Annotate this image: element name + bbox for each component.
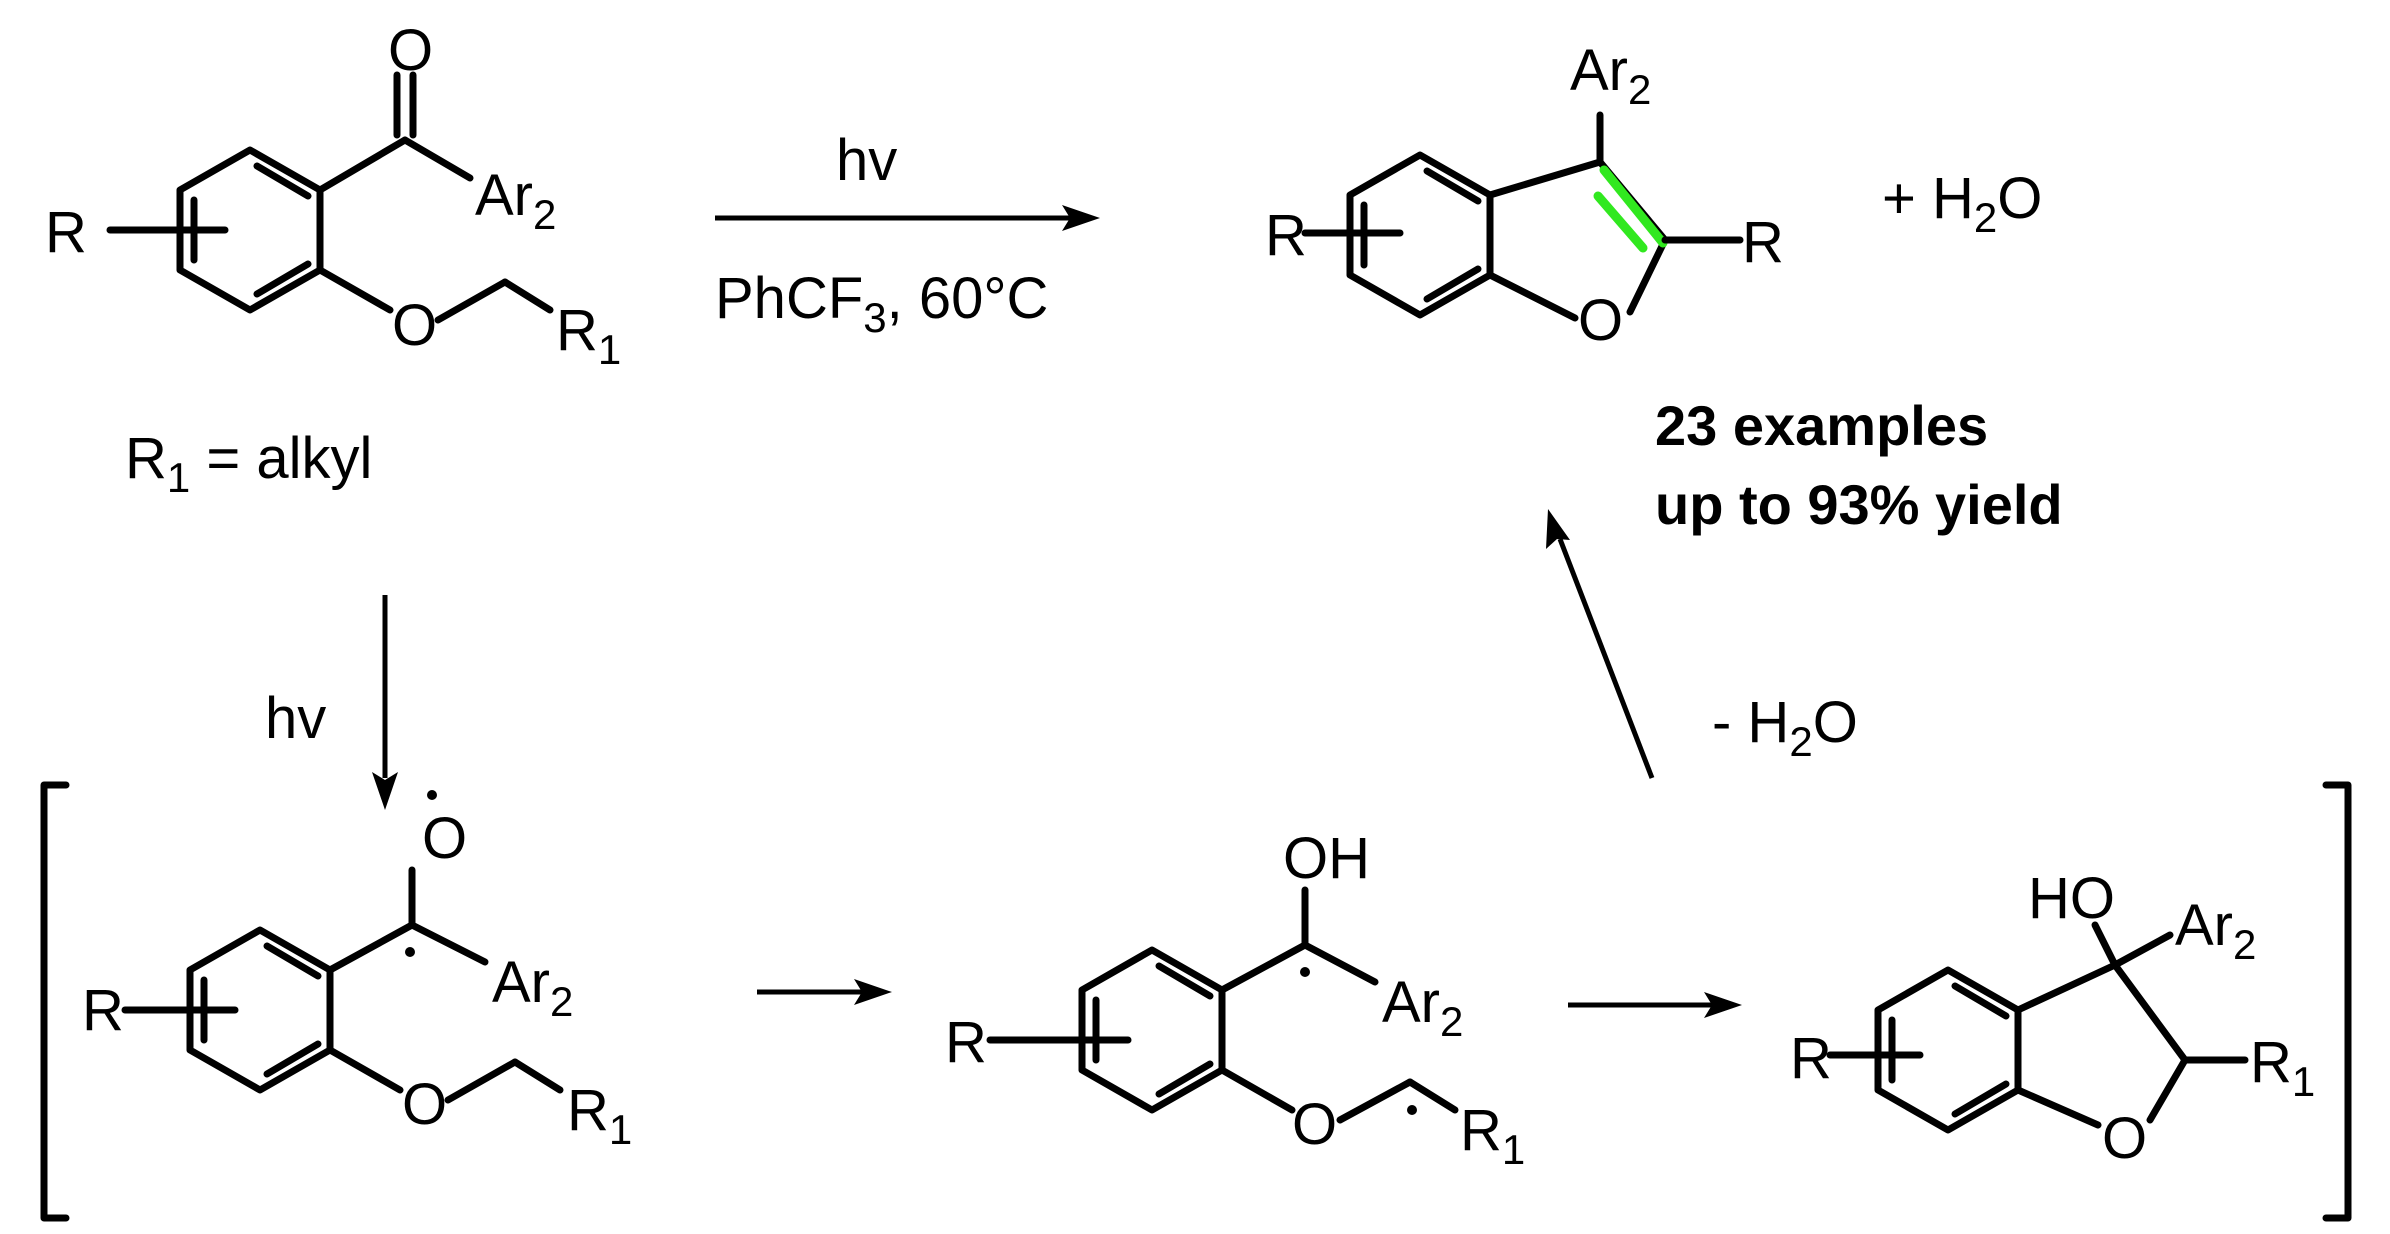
yield-note: up to 93% yield	[1655, 473, 2063, 536]
ether-bond	[444, 1058, 519, 1104]
ring-bond	[1486, 158, 1604, 199]
aromatic-inner-bond	[1423, 265, 1482, 303]
carbinol-carbon-bond	[1218, 941, 1309, 994]
r1-label: R1	[567, 1078, 632, 1153]
reaction-arrow	[715, 205, 1100, 231]
alkyl-bond	[511, 1058, 564, 1094]
aromatic-inner-bond	[253, 162, 312, 200]
r-group-label: R	[945, 1010, 987, 1075]
r1-definition: R1 = alkyl	[125, 426, 372, 501]
ar2-label: Ar2	[1570, 38, 1651, 113]
furan-ring-bond	[1486, 271, 1579, 322]
light-condition: hv	[836, 128, 897, 193]
ether-bond	[1336, 1078, 1414, 1124]
dihydrobenzofuranol-intermediate: R HO Ar2 O R1	[1790, 866, 2315, 1171]
starting-ketone: R O Ar2 O R1	[45, 18, 621, 373]
r-group-label: R	[82, 978, 124, 1043]
hydrogen-transfer-arrow	[757, 979, 892, 1005]
ether-oxygen-label: O	[402, 1072, 447, 1137]
aromatic-inner-bond	[1951, 1080, 2010, 1118]
r-group-label: R	[45, 200, 87, 265]
hydroxyl-label: HO	[2028, 866, 2115, 931]
aryl-bond	[1301, 941, 1379, 986]
ring-bond	[2014, 961, 2119, 1014]
carbonyl-oxygen-label: O	[388, 18, 433, 83]
light-condition: hv	[265, 686, 326, 751]
aromatic-inner-bond	[1423, 167, 1482, 205]
r-group-label: R	[1790, 1026, 1832, 1091]
r1-label: R1	[1460, 1098, 1525, 1173]
aromatic-inner-bond	[263, 1040, 322, 1078]
new-double-bond-highlight	[1593, 191, 1648, 253]
furan-ring-bond	[2146, 1056, 2189, 1124]
ar2-label: Ar2	[475, 163, 556, 238]
right-bracket	[2322, 781, 2352, 1222]
cyclization-arrow	[1568, 992, 1742, 1018]
carbon-radical-dot	[405, 947, 415, 957]
arrowhead	[1062, 205, 1100, 231]
ar2-label: Ar2	[2175, 893, 2256, 968]
carbon-radical-dot	[1300, 967, 1310, 977]
benzene-ring	[1078, 946, 1226, 1114]
benzene-ring	[1874, 966, 2022, 1134]
ether-bond	[1218, 1066, 1296, 1114]
arrowhead	[1546, 509, 1570, 549]
alkyl-bond	[1406, 1078, 1459, 1114]
hydroxyl-label: OH	[1283, 826, 1370, 891]
left-bracket	[40, 781, 70, 1222]
dehydration-arrow	[1546, 509, 1655, 779]
ring-bond	[2111, 961, 2189, 1064]
arrowhead	[854, 979, 892, 1005]
aromatic-inner-bond	[263, 942, 322, 980]
ar2-label: Ar2	[1382, 970, 1463, 1045]
irradiation-arrow	[372, 595, 398, 810]
benzofuran-product: R Ar2 O R	[1265, 38, 1784, 353]
carbon-hydroxyl-bond	[2091, 921, 2119, 969]
water-byproduct: + H2O	[1882, 166, 2042, 241]
carbonyl-carbon-bond	[326, 921, 416, 974]
oxygen-radical-dot	[427, 790, 437, 800]
furan-oxygen-label: O	[2102, 1106, 2147, 1171]
solvent-temperature-condition: PhCF3, 60°C	[715, 266, 1048, 341]
examples-count: 23 examples	[1655, 394, 1988, 457]
ether-oxygen-label: O	[1292, 1092, 1337, 1157]
new-double-bond-highlight	[1599, 165, 1668, 248]
ether-oxygen-label: O	[392, 293, 437, 358]
water-loss-label: - H2O	[1712, 690, 1858, 765]
r-group-label: R	[1265, 203, 1307, 268]
r1-label: R1	[556, 298, 621, 373]
radical-oxygen-label: O	[422, 806, 467, 871]
aromatic-inner-bond	[1155, 962, 1214, 1000]
arrowhead	[1704, 992, 1742, 1018]
aromatic-inner-bond	[253, 260, 312, 298]
r1-label: R1	[2250, 1030, 2315, 1105]
ar2-label: Ar2	[492, 950, 573, 1025]
alkyl-bond	[501, 278, 554, 314]
ether-bond	[316, 266, 394, 314]
triplet-ketone-intermediate: R O Ar2 O R1	[82, 790, 632, 1153]
furan-oxygen-label: O	[1578, 288, 1623, 353]
biradical-intermediate: R OH Ar2 O R1	[945, 826, 1525, 1173]
aryl-bond	[2111, 931, 2174, 969]
aromatic-inner-bond	[1951, 982, 2010, 1020]
alkyl-radical-dot	[1407, 1105, 1417, 1115]
ether-bond	[326, 1046, 404, 1094]
carbonyl-carbon-bond	[316, 136, 409, 194]
furan-ring-bond	[1626, 236, 1669, 316]
arrowhead	[372, 772, 398, 810]
ether-bond	[434, 278, 509, 324]
aryl-bond	[401, 136, 474, 182]
r-label: R	[1742, 210, 1784, 275]
aryl-bond	[408, 921, 489, 966]
aromatic-inner-bond	[1155, 1060, 1214, 1098]
furan-ring-bond	[2014, 1086, 2102, 1129]
